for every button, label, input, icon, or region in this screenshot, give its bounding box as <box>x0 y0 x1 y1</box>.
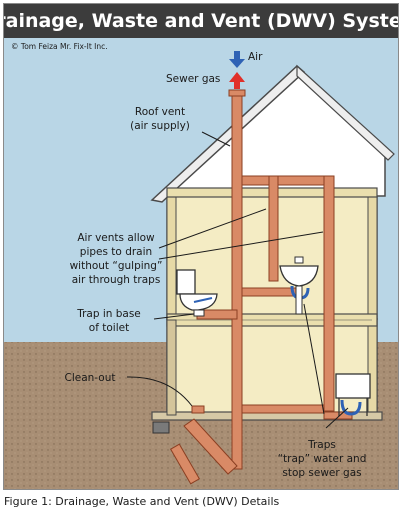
main-stack <box>231 93 243 470</box>
roof-vent-cap <box>228 89 246 97</box>
traps-label-1: Traps <box>307 439 336 451</box>
title-bar <box>4 4 398 38</box>
diagram-frame: Drainage, Waste and Vent (DWV) System © … <box>3 3 399 490</box>
traps-label-2: “trap” water and <box>278 453 367 465</box>
air-vents-label-4: air through traps <box>72 274 161 286</box>
traps-label-3: stop sewer gas <box>282 467 361 479</box>
clean-out-label: Clean-out <box>65 372 116 384</box>
page-title: Drainage, Waste and Vent (DWV) System <box>4 10 398 32</box>
toilet-trap-label-2: of toilet <box>89 322 129 334</box>
copyright: © Tom Feiza Mr. Fix-It Inc. <box>11 42 108 51</box>
roof-vent-sublabel: (air supply) <box>130 120 190 132</box>
sewer-gas-label: Sewer gas <box>166 73 220 85</box>
air-vents-label-1: Air vents allow <box>77 232 155 244</box>
toilet <box>176 269 218 317</box>
roof-vent-label: Roof vent <box>135 106 185 118</box>
dwv-piping <box>169 89 353 485</box>
toilet-trap-label-1: Trap in base <box>76 308 141 320</box>
bathroom-sink <box>279 256 319 315</box>
figure-caption: Figure 1: Drainage, Waste and Vent (DWV)… <box>4 495 280 508</box>
air-vents-label-2: pipes to drain <box>80 246 152 258</box>
laundry-sink <box>335 373 371 416</box>
clean-out-plug <box>191 405 205 414</box>
air-arrow <box>229 51 245 68</box>
air-label: Air <box>248 51 263 63</box>
clean-out-bucket <box>152 421 170 434</box>
air-vents-label-3: without “gulping” <box>70 260 163 272</box>
dwv-diagram: Drainage, Waste and Vent (DWV) System © … <box>4 4 398 489</box>
callout-lines <box>126 131 349 429</box>
sewer-gas-arrow <box>229 72 245 89</box>
